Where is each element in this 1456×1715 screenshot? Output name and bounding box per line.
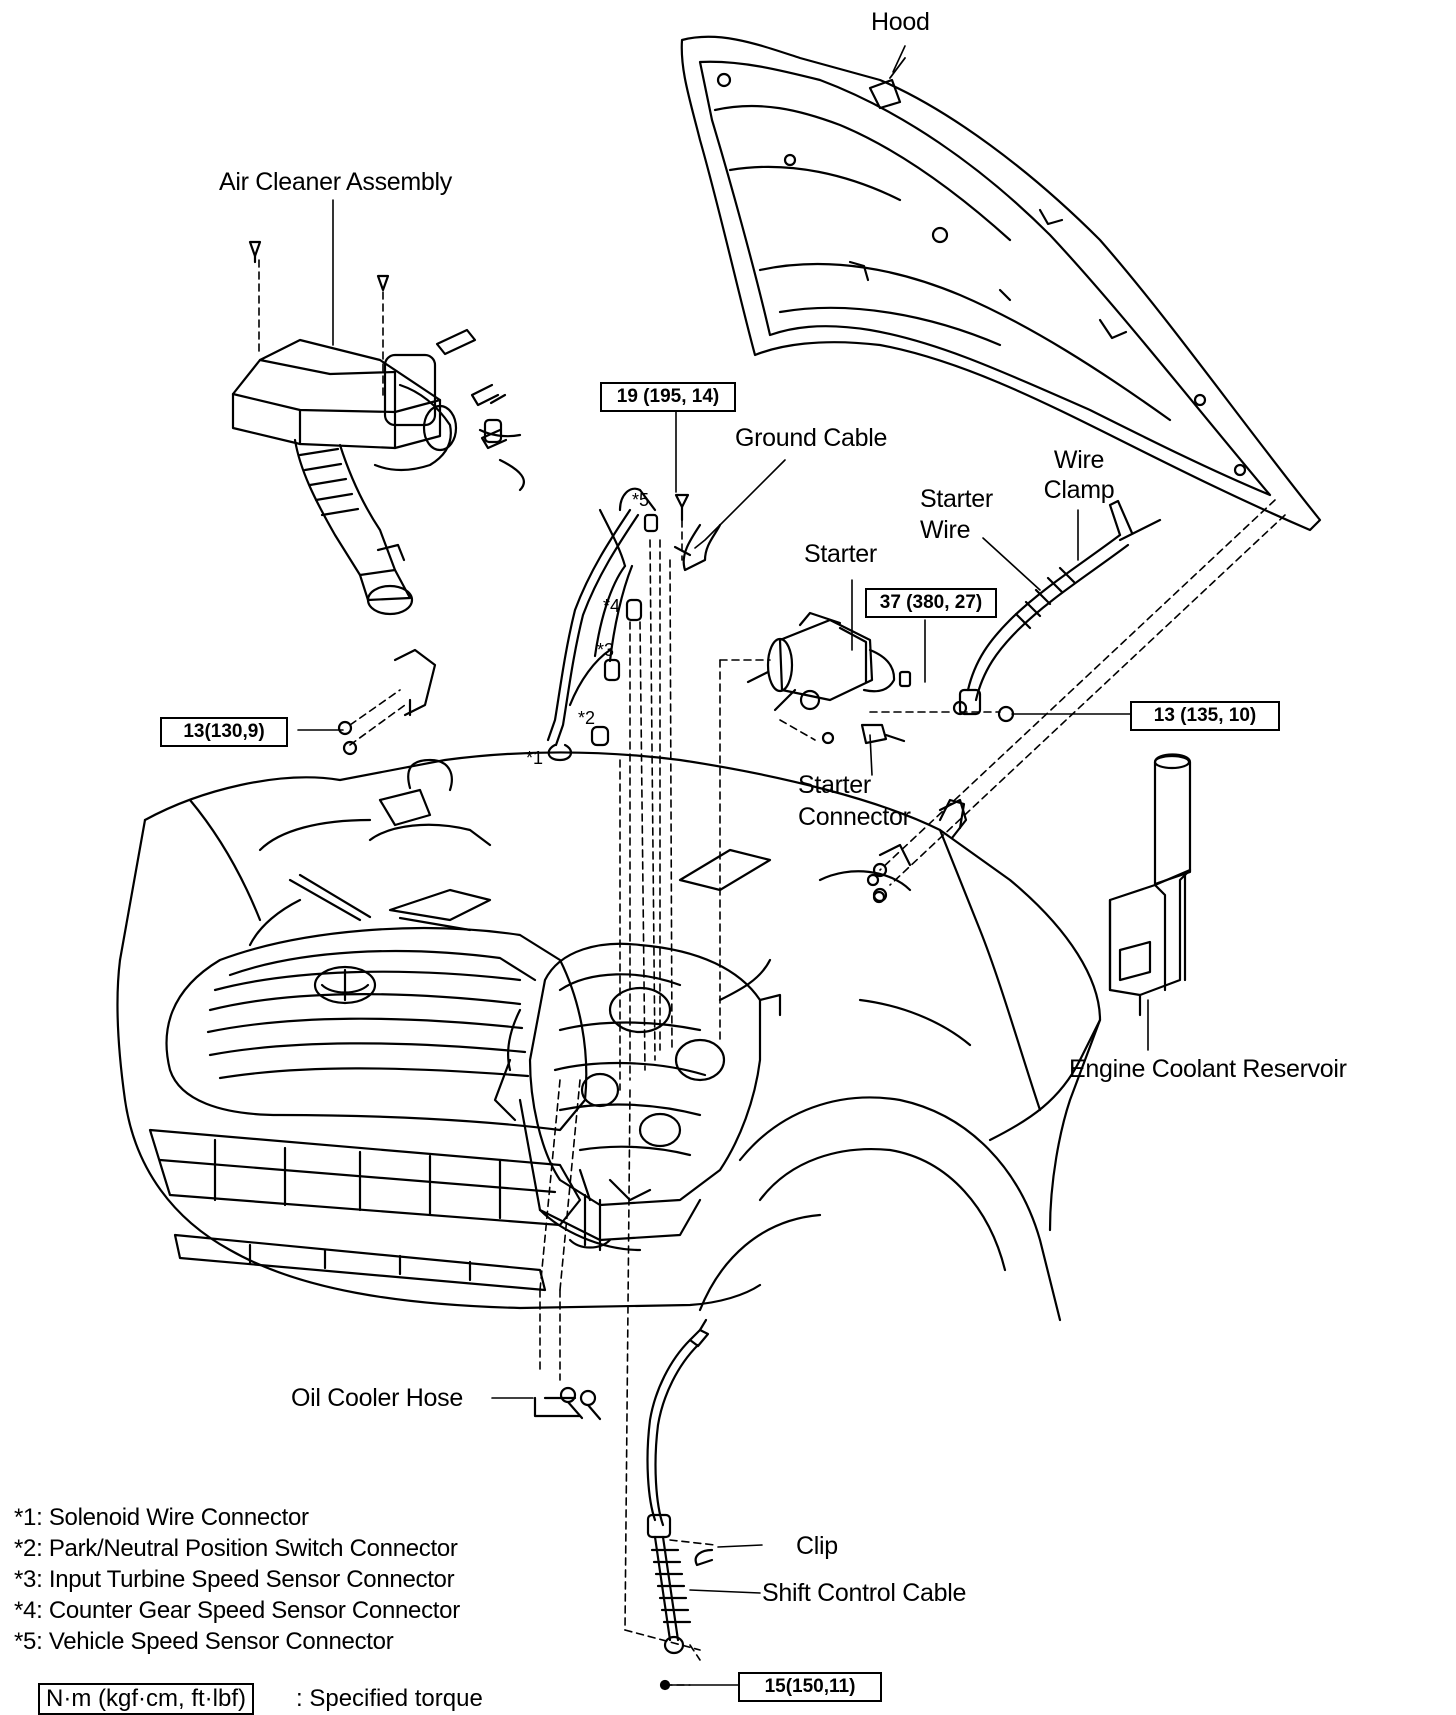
air-cleaner-drawing xyxy=(231,240,525,616)
torque-unit-key: N·m (kgf·cm, ft·lbf) xyxy=(38,1683,254,1715)
engine-transaxle-drawing xyxy=(493,942,782,1252)
label-hood: Hood xyxy=(871,8,930,36)
callout-4: *4 xyxy=(603,596,621,616)
label-oil-cooler-hose: Oil Cooler Hose xyxy=(291,1384,463,1412)
oil-cooler-hose-drawing xyxy=(533,1386,602,1421)
legend-item-4: *4: Counter Gear Speed Sensor Connector xyxy=(14,1597,460,1624)
label-wire-clamp-line1: Wire xyxy=(1053,446,1105,474)
leader-lines xyxy=(297,45,1149,1686)
vehicle-body-drawing xyxy=(116,751,1102,1322)
legend-item-2: *2: Park/Neutral Position Switch Connect… xyxy=(14,1535,458,1562)
shift-cable-drawing xyxy=(646,1318,714,1691)
label-air-cleaner-assembly: Air Cleaner Assembly xyxy=(219,168,452,196)
starter-drawing xyxy=(746,611,1015,745)
legend-item-3: *3: Input Turbine Speed Sensor Connector xyxy=(14,1566,455,1593)
bolt-marks xyxy=(337,648,968,904)
label-starter-wire-line1: Starter xyxy=(920,485,993,513)
torque-key-description: : Specified torque xyxy=(296,1685,483,1712)
label-wire-clamp-line2: Clamp xyxy=(1043,476,1115,504)
callout-3: *3 xyxy=(597,640,615,660)
hood-drawing xyxy=(680,35,1322,532)
label-starter-wire-line2: Wire xyxy=(920,516,971,544)
torque-box-15: 15(150,11) xyxy=(738,1672,882,1702)
label-starter-connector-line1: Starter xyxy=(798,771,871,799)
torque-box-37: 37 (380, 27) xyxy=(865,588,997,618)
starter-wire-drawing xyxy=(958,499,1162,716)
torque-box-19: 19 (195, 14) xyxy=(600,382,736,412)
hood-hinge-dashes xyxy=(879,499,1286,886)
torque-box-13-right: 13 (135, 10) xyxy=(1130,701,1280,731)
label-shift-control-cable: Shift Control Cable xyxy=(762,1579,967,1607)
coolant-reservoir-drawing xyxy=(1108,753,1192,1017)
callout-2: *2 xyxy=(578,708,596,728)
label-engine-coolant-reservoir: Engine Coolant Reservoir xyxy=(1069,1055,1347,1083)
torque-box-13-left: 13(130,9) xyxy=(160,717,288,747)
callout-1: *1 xyxy=(526,748,544,768)
starter-dashes xyxy=(719,659,1001,1041)
label-ground-cable: Ground Cable xyxy=(735,424,888,452)
bolt-dashes xyxy=(349,689,406,746)
label-clip: Clip xyxy=(796,1532,838,1560)
harness-dashes xyxy=(539,519,701,1651)
harness-drawing xyxy=(546,487,722,762)
label-starter: Starter xyxy=(804,540,877,568)
legend-item-1: *1: Solenoid Wire Connector xyxy=(14,1504,309,1531)
label-starter-connector-line2: Connector xyxy=(798,803,911,831)
callout-5: *5 xyxy=(632,490,650,510)
air-cleaner-dashes xyxy=(258,259,384,401)
legend-item-5: *5: Vehicle Speed Sensor Connector xyxy=(14,1628,394,1655)
